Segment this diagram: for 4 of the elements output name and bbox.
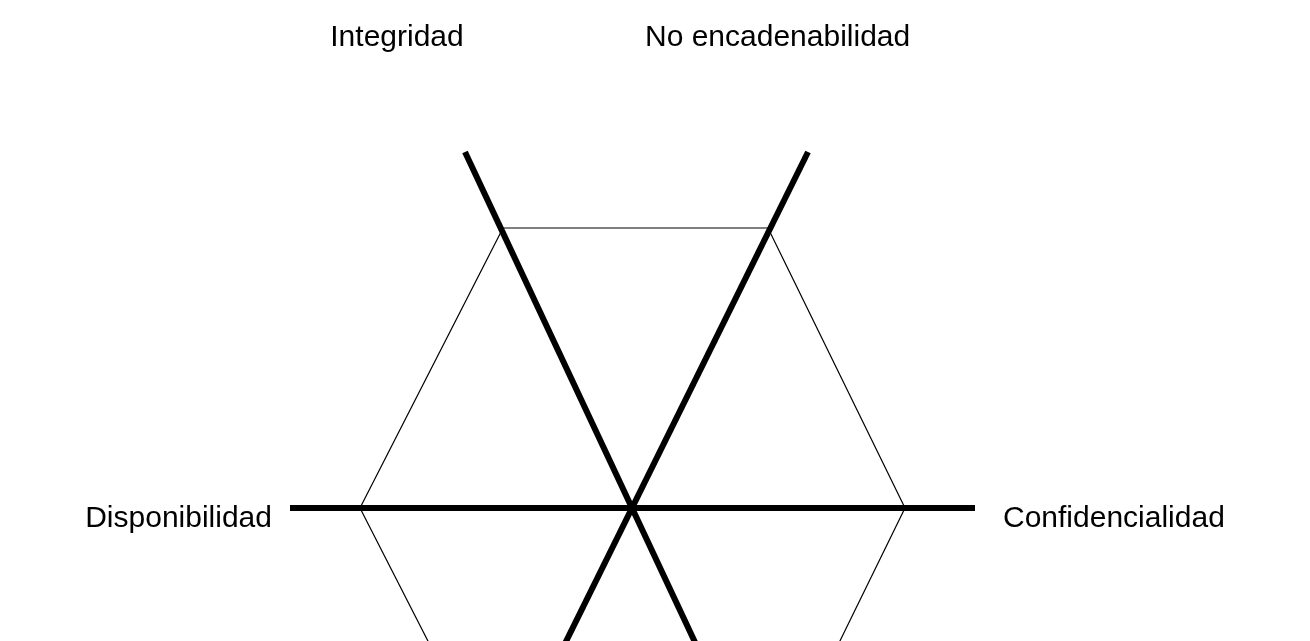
axis-label: No encadenabilidad	[645, 18, 911, 54]
axis-label: Integridad	[330, 18, 464, 54]
axis-label: Confidencialidad	[1003, 499, 1225, 535]
axis-label: Disponibilidad	[85, 499, 272, 535]
